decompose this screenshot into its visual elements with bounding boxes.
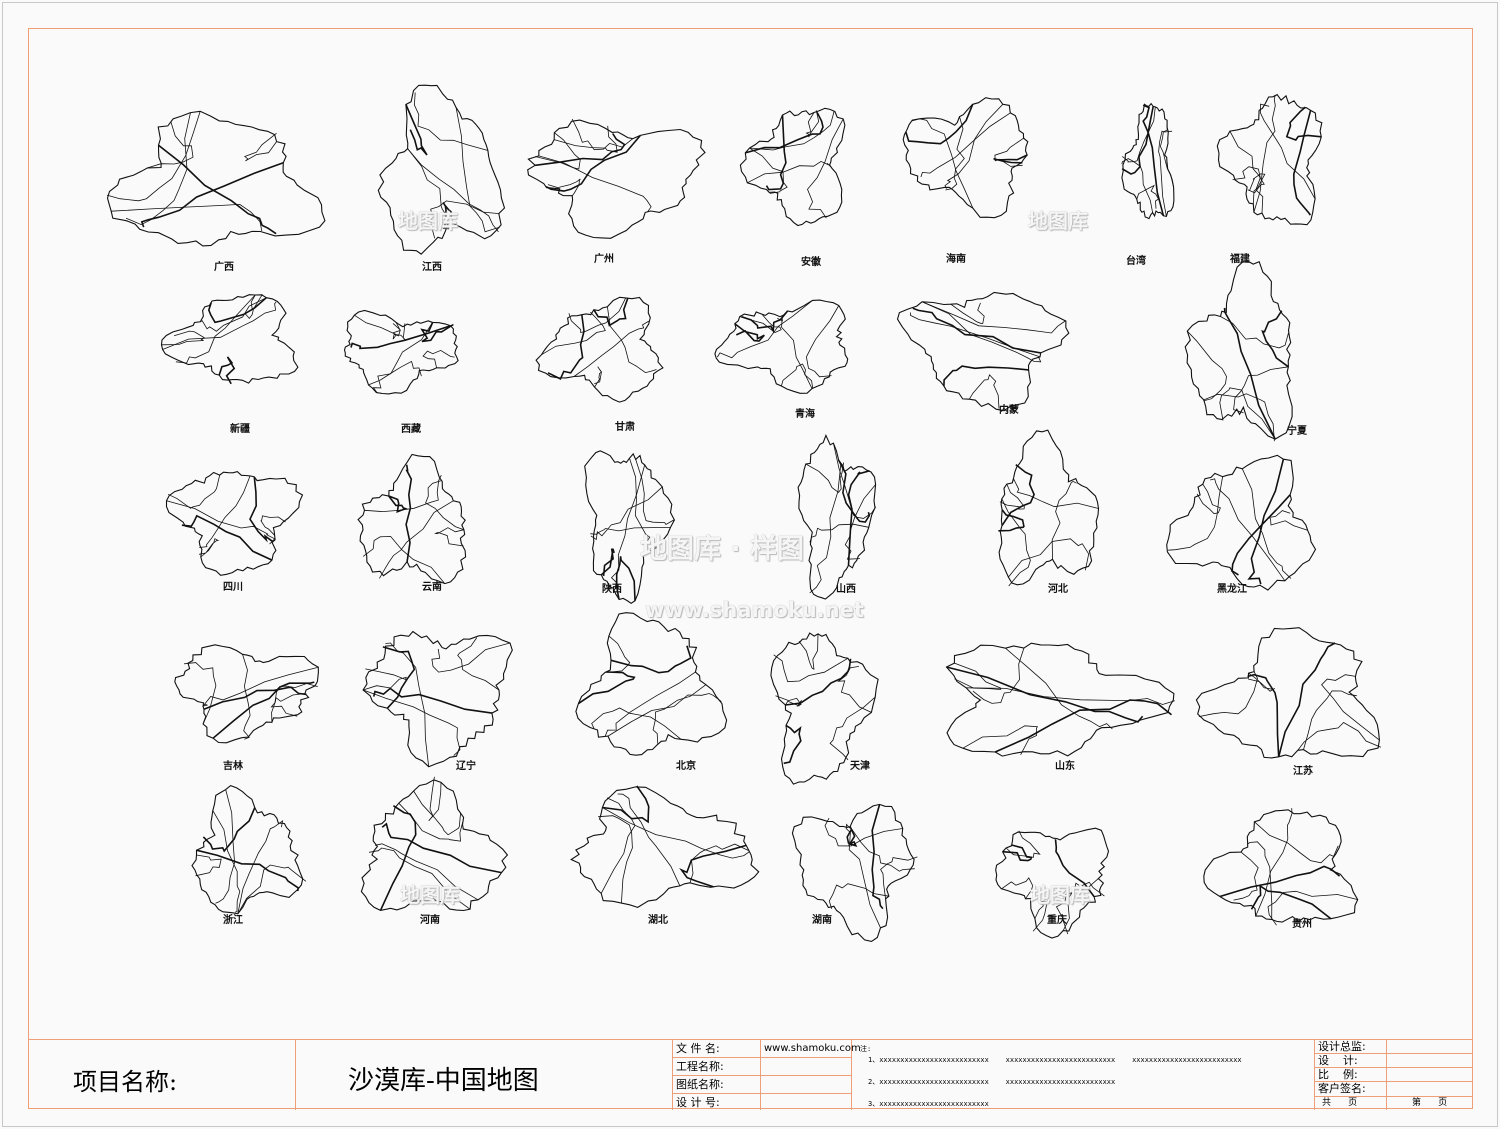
province-label: 安徽 bbox=[801, 257, 821, 268]
province-outline bbox=[106, 110, 326, 247]
province-label: 江苏 bbox=[1293, 766, 1313, 777]
province-label: 浙江 bbox=[223, 915, 243, 926]
project-name-label: 项目名称: bbox=[73, 1068, 178, 1096]
watermark: 地图库 bbox=[400, 883, 460, 907]
province-label: 宁夏 bbox=[1287, 426, 1307, 437]
project-field-label: 工程名称: bbox=[676, 1060, 724, 1073]
notes-label: 注: bbox=[860, 1045, 872, 1053]
province-label: 江西 bbox=[422, 262, 442, 273]
province-outline bbox=[791, 803, 918, 942]
province-outline bbox=[1216, 93, 1323, 226]
province-label: 湖南 bbox=[812, 915, 832, 926]
province-outline bbox=[1166, 454, 1317, 591]
province-outline bbox=[570, 785, 760, 909]
province-outline bbox=[343, 309, 459, 395]
designer-label: 设 计: bbox=[1318, 1054, 1358, 1067]
province-outline bbox=[1184, 260, 1293, 442]
scale-label: 比 例: bbox=[1318, 1068, 1358, 1081]
province-outline bbox=[575, 612, 728, 756]
province-label: 贵州 bbox=[1292, 919, 1312, 930]
watermark: 地图库 bbox=[1028, 209, 1088, 233]
province-outline bbox=[770, 632, 879, 785]
page-number: 第 页 bbox=[1412, 1098, 1448, 1108]
watermark-url: www.shamoku.net bbox=[645, 598, 864, 622]
province-label: 吉林 bbox=[223, 761, 243, 772]
province-label: 陕西 bbox=[602, 584, 622, 595]
file-name-value: www.shamoku.com bbox=[764, 1043, 861, 1054]
client-signature-label: 客户签名: bbox=[1318, 1082, 1366, 1095]
province-outline bbox=[1195, 627, 1382, 759]
province-outline bbox=[191, 784, 307, 915]
province-label: 福建 bbox=[1230, 254, 1250, 265]
province-label: 河南 bbox=[420, 915, 440, 926]
province-outline bbox=[360, 776, 509, 912]
province-outline bbox=[995, 827, 1110, 939]
province-label: 青海 bbox=[795, 409, 815, 420]
province-label: 北京 bbox=[676, 761, 696, 772]
province-outline bbox=[896, 291, 1070, 412]
note-3: 3、xxxxxxxxxxxxxxxxxxxxxxxxxx bbox=[868, 1100, 989, 1108]
design-director-label: 设计总监: bbox=[1318, 1040, 1366, 1053]
province-label: 辽宁 bbox=[456, 761, 476, 772]
file-name-label: 文 件 名: bbox=[676, 1042, 720, 1055]
province-label: 湖北 bbox=[648, 915, 668, 926]
province-outline bbox=[527, 118, 706, 239]
title-block: 项目名称: 沙漠库-中国地图 文 件 名: www.shamoku.com 工程… bbox=[28, 1039, 1473, 1110]
province-outline bbox=[584, 450, 676, 604]
province-label: 天津 bbox=[850, 761, 870, 772]
province-label: 海南 bbox=[946, 254, 966, 265]
watermark: 地图库 bbox=[398, 209, 458, 233]
project-name-value: 沙漠库-中国地图 bbox=[348, 1066, 539, 1096]
note-2: 2、xxxxxxxxxxxxxxxxxxxxxxxxxx xxxxxxxxxxx… bbox=[868, 1078, 1116, 1086]
province-label: 四川 bbox=[223, 582, 243, 593]
drawing-frame bbox=[28, 28, 1473, 1109]
province-outline bbox=[902, 97, 1029, 219]
province-outline bbox=[998, 429, 1100, 587]
province-outline bbox=[535, 296, 664, 403]
province-label: 黑龙江 bbox=[1217, 584, 1247, 595]
province-outline bbox=[174, 644, 319, 744]
province-label: 西藏 bbox=[401, 424, 421, 435]
province-label: 河北 bbox=[1048, 584, 1068, 595]
province-outline bbox=[377, 84, 506, 255]
note-1: 1、xxxxxxxxxxxxxxxxxxxxxxxxxx xxxxxxxxxxx… bbox=[868, 1056, 1242, 1064]
watermark: 地图库 bbox=[1030, 883, 1090, 907]
province-outline bbox=[739, 107, 846, 227]
province-label: 山西 bbox=[836, 584, 856, 595]
province-outline bbox=[357, 453, 467, 585]
province-label: 台湾 bbox=[1126, 256, 1146, 267]
province-label: 甘肃 bbox=[615, 422, 635, 433]
province-label: 内蒙 bbox=[999, 405, 1019, 416]
province-label: 重庆 bbox=[1047, 915, 1067, 926]
province-outline bbox=[945, 642, 1175, 757]
province-maps bbox=[106, 84, 1382, 942]
province-label: 广州 bbox=[594, 254, 614, 265]
province-label: 云南 bbox=[422, 582, 442, 593]
province-label: 广西 bbox=[214, 262, 234, 273]
page-total: 共 页 bbox=[1322, 1098, 1358, 1108]
province-outline bbox=[1121, 102, 1175, 220]
province-outline bbox=[1203, 808, 1359, 926]
province-outline bbox=[714, 299, 849, 394]
province-label: 山东 bbox=[1055, 761, 1075, 772]
watermark-center: 地图库 · 样图 bbox=[640, 534, 805, 565]
drawing-name-label: 图纸名称: bbox=[676, 1078, 724, 1091]
province-outline bbox=[362, 630, 513, 768]
design-number-label: 设 计 号: bbox=[676, 1096, 720, 1109]
province-outline bbox=[797, 433, 877, 600]
province-outline bbox=[160, 294, 299, 385]
province-outline bbox=[165, 470, 304, 576]
province-label: 新疆 bbox=[230, 424, 250, 435]
